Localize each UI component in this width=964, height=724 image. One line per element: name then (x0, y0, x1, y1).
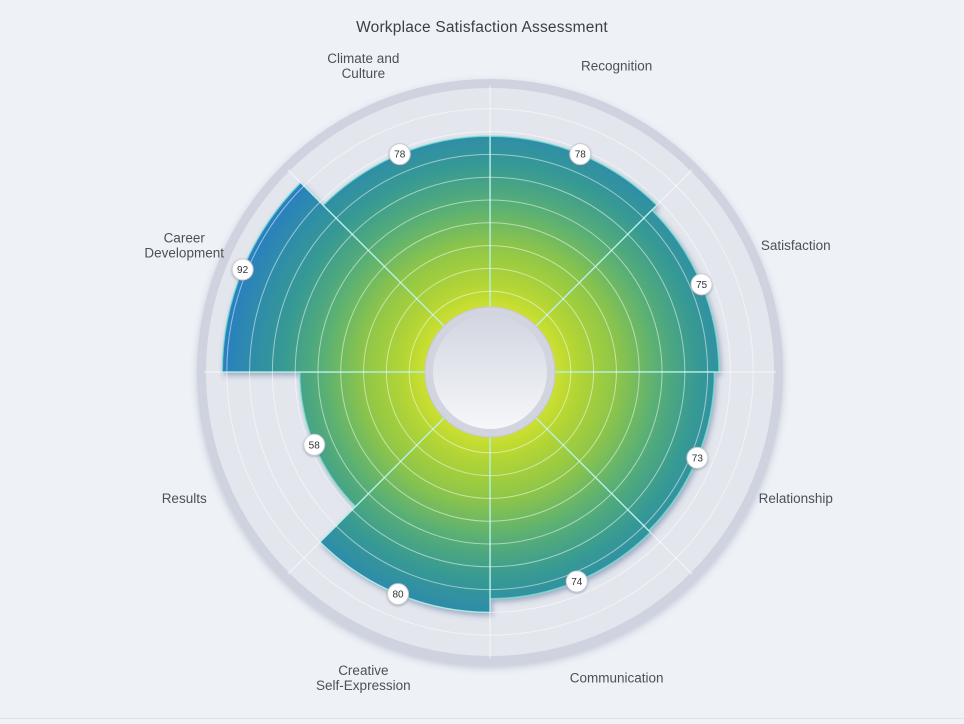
value-badge-label: 92 (237, 265, 249, 276)
category-label: Recognition (581, 59, 652, 74)
value-badge-label: 78 (575, 150, 587, 161)
value-badge: 75 (690, 273, 713, 296)
value-badge-circle (303, 433, 326, 456)
center-hole (433, 315, 547, 429)
value-badge-label: 75 (696, 280, 708, 291)
value-badge-circle (387, 583, 410, 606)
value-badge: 78 (569, 143, 592, 166)
value-badge-label: 58 (309, 440, 321, 451)
value-badge-circle (690, 273, 713, 296)
spoke-line (530, 412, 693, 575)
spoke-line (287, 169, 450, 332)
value-badge-label: 74 (571, 577, 583, 588)
category-label: Communication (570, 670, 664, 685)
value-badge-label: 73 (692, 453, 704, 464)
value-badge: 58 (303, 433, 326, 456)
value-badge: 80 (387, 583, 410, 606)
spoke-line (530, 169, 693, 332)
value-badge-circle (231, 258, 254, 281)
category-label: Satisfaction (761, 238, 831, 253)
value-badge: 78 (388, 143, 411, 166)
value-badge-label: 78 (394, 150, 406, 161)
value-badge-label: 80 (392, 590, 404, 601)
value-badge: 92 (231, 258, 254, 281)
value-badge: 73 (686, 446, 709, 469)
chart-title: Workplace Satisfaction Assessment (356, 19, 608, 36)
value-badge: 74 (565, 570, 588, 593)
polar-grid (204, 86, 776, 658)
category-label: Results (162, 491, 207, 506)
category-label: Relationship (759, 491, 833, 506)
value-badge-circle (569, 143, 592, 166)
value-badge-circle (388, 143, 411, 166)
value-badge-circle (565, 570, 588, 593)
value-badge-circle (686, 446, 709, 469)
bottom-divider (0, 718, 964, 719)
sectors-group (221, 135, 720, 614)
spoke-line (287, 412, 450, 575)
